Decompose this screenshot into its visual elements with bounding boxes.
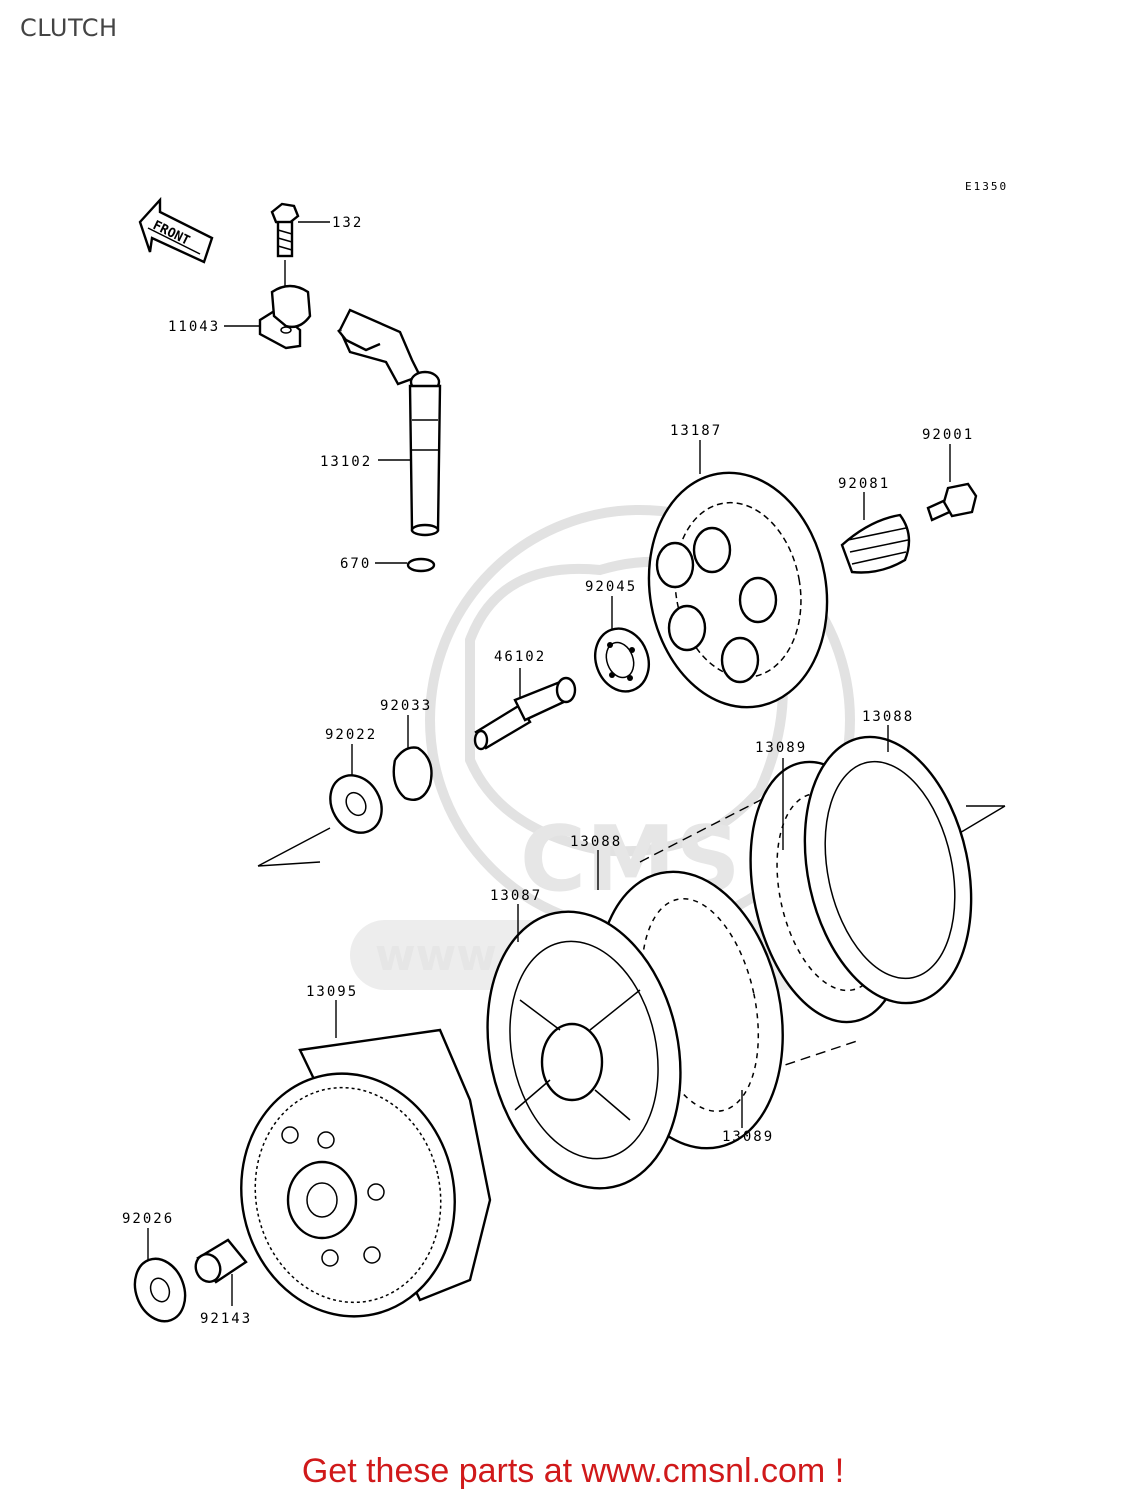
washer-92022	[329, 774, 383, 834]
page-title: CLUTCH	[20, 14, 118, 42]
label-13088-mid: 13088	[570, 834, 622, 850]
front-arrow-icon: FRONT	[138, 196, 214, 264]
label-13089-top: 13089	[755, 740, 807, 756]
label-13088-top: 13088	[862, 709, 914, 725]
washer-92026	[133, 1257, 187, 1323]
circlip-92033	[392, 746, 433, 802]
label-13095: 13095	[306, 984, 358, 1000]
label-670: 670	[340, 556, 371, 572]
clutch-housing-13095	[240, 1028, 492, 1318]
friction-plate-13088-top	[803, 735, 973, 1005]
lever-shaft-13102	[337, 308, 442, 537]
label-11043: 11043	[168, 319, 220, 335]
diagram-code: E1350	[965, 180, 1008, 193]
pressure-plate-13187	[647, 471, 829, 709]
footer-link[interactable]: Get these parts at www.cmsnl.com !	[301, 1452, 845, 1490]
axis-guide-left	[257, 827, 331, 867]
label-13089-bottom: 13089	[722, 1129, 774, 1145]
watermark-figure	[465, 556, 788, 857]
collar-92143	[194, 1238, 248, 1284]
bracket-11043	[258, 284, 312, 350]
label-92026: 92026	[122, 1211, 174, 1227]
push-rod-46102	[473, 676, 577, 751]
label-92081: 92081	[838, 476, 890, 492]
label-92001: 92001	[922, 427, 974, 443]
label-46102: 46102	[494, 649, 546, 665]
spring-92081	[840, 513, 911, 574]
label-92045: 92045	[585, 579, 637, 595]
label-92022: 92022	[325, 727, 377, 743]
bearing-92045	[594, 627, 650, 693]
o-ring-670	[406, 557, 436, 573]
label-13187: 13187	[670, 423, 722, 439]
label-92143: 92143	[200, 1311, 252, 1327]
bolt-132	[270, 202, 300, 258]
bolt-92001	[926, 482, 978, 522]
axis-guide-right	[957, 805, 1006, 835]
label-13087: 13087	[490, 888, 542, 904]
label-92033: 92033	[380, 698, 432, 714]
clutch-hub-13087	[486, 910, 682, 1190]
label-132: 132	[332, 215, 363, 231]
label-13102: 13102	[320, 454, 372, 470]
